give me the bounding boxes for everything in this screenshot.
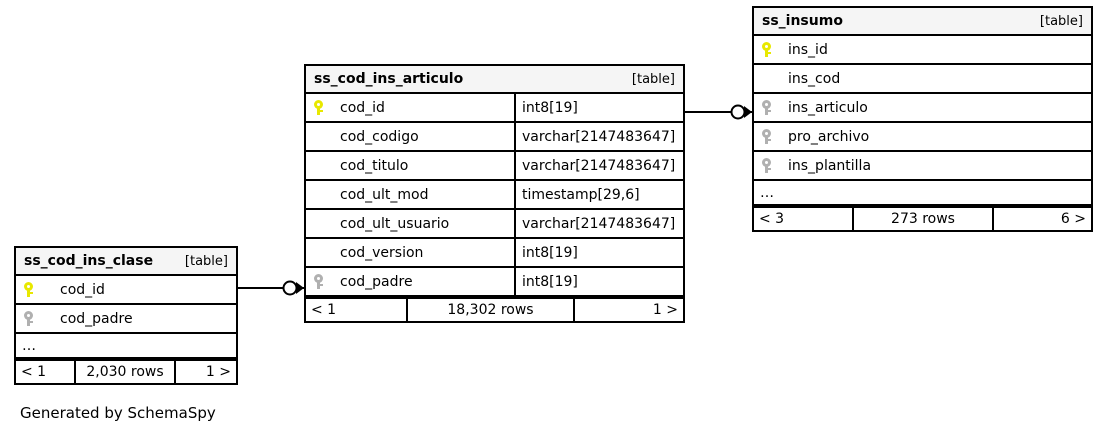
column-label: cod_padre: [60, 310, 133, 327]
table-title: ss_cod_ins_clase: [24, 253, 154, 269]
foreign-key-icon: [762, 129, 784, 144]
column-name-cell: cod_ult_mod: [306, 181, 514, 208]
foreign-key-icon: [314, 274, 336, 289]
column-label: cod_version: [340, 244, 424, 261]
table-footer: < 3 273 rows 6 >: [754, 206, 1091, 230]
footer-children-count[interactable]: 1 >: [205, 364, 231, 380]
column-name-cell: cod_version: [306, 239, 514, 266]
relationship-clase-to-articulo: [238, 280, 304, 296]
footer-parents-count[interactable]: < 3: [754, 208, 854, 230]
column-label: ins_articulo: [788, 99, 868, 116]
relationship-articulo-to-insumo: [685, 104, 752, 120]
column-label: cod_ult_usuario: [340, 215, 450, 232]
foreign-key-icon: [24, 311, 46, 326]
column-label: ins_plantilla: [788, 157, 872, 174]
column-name-cell: pro_archivo: [754, 123, 1091, 150]
table-header-ss_cod_ins_articulo: ss_cod_ins_articulo [table]: [306, 66, 683, 94]
footer-parents-count[interactable]: < 1: [306, 299, 408, 321]
footer-children-count[interactable]: 1 >: [652, 302, 678, 318]
column-name-cell: ins_plantilla: [754, 152, 1091, 179]
generated-by-caption: Generated by SchemaSpy: [20, 404, 216, 422]
column-name-cell: cod_id: [16, 276, 236, 303]
column-label: cod_titulo: [340, 157, 409, 174]
zero-one-circle-marker: [730, 104, 746, 120]
table-row[interactable]: pro_archivo: [754, 123, 1091, 152]
foreign-key-icon: [762, 100, 784, 115]
footer-parents-count[interactable]: < 1: [16, 361, 76, 383]
column-label: ins_id: [788, 41, 828, 58]
table-title: ss_insumo: [762, 13, 843, 29]
table-footer: < 1 2,030 rows 1 >: [16, 359, 236, 383]
more-columns-indicator: …: [754, 181, 1091, 206]
table-row[interactable]: ins_id: [754, 36, 1091, 65]
table-row[interactable]: cod_id: [16, 276, 236, 305]
column-type-cell: varchar[2147483647]: [514, 123, 683, 150]
primary-key-icon: [24, 282, 46, 297]
column-type-cell: varchar[2147483647]: [514, 210, 683, 237]
table-row[interactable]: cod_ult_mod timestamp[29,6]: [306, 181, 683, 210]
column-type-cell: varchar[2147483647]: [514, 152, 683, 179]
crow-foot-marker: [744, 106, 752, 118]
column-name-cell: cod_ult_usuario: [306, 210, 514, 237]
footer-row-count: 2,030 rows: [76, 361, 176, 383]
column-name-cell: ins_cod: [754, 65, 1091, 92]
column-label: cod_codigo: [340, 128, 419, 145]
primary-key-icon: [762, 42, 784, 57]
footer-children-count[interactable]: 6 >: [1060, 211, 1086, 227]
column-type-cell: int8[19]: [514, 94, 683, 121]
column-type-cell: int8[19]: [514, 239, 683, 266]
table-row[interactable]: cod_id int8[19]: [306, 94, 683, 123]
table-row[interactable]: ins_cod: [754, 65, 1091, 94]
table-row[interactable]: cod_ult_usuario varchar[2147483647]: [306, 210, 683, 239]
table-row[interactable]: ins_articulo: [754, 94, 1091, 123]
column-label: cod_ult_mod: [340, 186, 429, 203]
column-label: ins_cod: [788, 70, 841, 87]
crow-foot-marker: [296, 282, 304, 294]
column-name-cell: ins_articulo: [754, 94, 1091, 121]
table-header-ss_insumo: ss_insumo [table]: [754, 8, 1091, 36]
table-title: ss_cod_ins_articulo: [314, 71, 464, 87]
column-label: cod_id: [60, 281, 105, 298]
footer-row-count: 18,302 rows: [408, 299, 575, 321]
column-name-cell: ins_id: [754, 36, 1091, 63]
column-type-cell: timestamp[29,6]: [514, 181, 683, 208]
table-ss_insumo[interactable]: ss_insumo [table] ins_id ins_cod in: [752, 6, 1093, 232]
table-footer: < 1 18,302 rows 1 >: [306, 297, 683, 321]
column-label: pro_archivo: [788, 128, 870, 145]
column-name-cell: cod_padre: [306, 268, 514, 295]
table-ss_cod_ins_articulo[interactable]: ss_cod_ins_articulo [table] cod_id int8[…: [304, 64, 685, 323]
table-row[interactable]: ins_plantilla: [754, 152, 1091, 181]
table-row[interactable]: cod_codigo varchar[2147483647]: [306, 123, 683, 152]
table-row[interactable]: cod_padre: [16, 305, 236, 334]
footer-row-count: 273 rows: [854, 208, 994, 230]
table-ss_cod_ins_clase[interactable]: ss_cod_ins_clase [table] cod_id cod_padr…: [14, 246, 238, 385]
more-columns-indicator: …: [16, 334, 236, 359]
column-name-cell: cod_padre: [16, 305, 236, 332]
column-label: cod_id: [340, 99, 385, 116]
table-row[interactable]: cod_padre int8[19]: [306, 268, 683, 297]
table-type-tag: [table]: [631, 71, 675, 87]
primary-key-icon: [314, 100, 336, 115]
table-type-tag: [table]: [184, 253, 228, 269]
zero-one-circle-marker: [282, 280, 298, 296]
column-name-cell: cod_codigo: [306, 123, 514, 150]
column-type-cell: int8[19]: [514, 268, 683, 295]
column-label: cod_padre: [340, 273, 413, 290]
column-name-cell: cod_id: [306, 94, 514, 121]
table-row[interactable]: cod_version int8[19]: [306, 239, 683, 268]
table-header-ss_cod_ins_clase: ss_cod_ins_clase [table]: [16, 248, 236, 276]
column-name-cell: cod_titulo: [306, 152, 514, 179]
foreign-key-icon: [762, 158, 784, 173]
table-type-tag: [table]: [1039, 13, 1083, 29]
table-row[interactable]: cod_titulo varchar[2147483647]: [306, 152, 683, 181]
